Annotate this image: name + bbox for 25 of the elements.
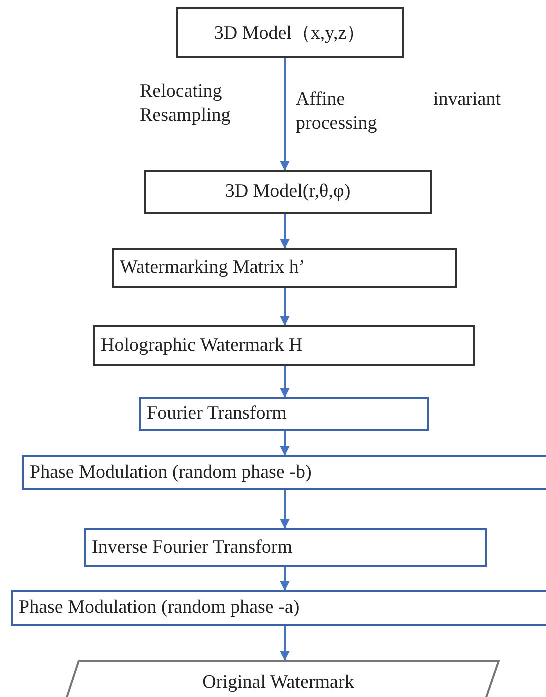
box-text: Holographic Watermark H <box>100 334 303 356</box>
arrow <box>280 567 290 591</box>
arrow <box>280 366 290 398</box>
process-box <box>93 325 475 366</box>
box-text: 3D Model(r,θ,φ) <box>225 181 351 203</box>
arrow <box>280 214 290 249</box>
process-box <box>144 170 432 214</box>
process-box <box>139 397 429 431</box>
box-text: Fourier Transform <box>146 403 287 425</box>
process-box <box>112 248 457 288</box>
box-text: Phase Modulation (random phase -a) <box>18 597 300 619</box>
box-text: Watermarking Matrix h’ <box>119 257 306 279</box>
arrow <box>280 626 290 661</box>
process-box <box>84 528 487 567</box>
box-text: Inverse Fourier Transform <box>91 536 293 558</box>
arrow <box>280 490 290 529</box>
arrow <box>280 288 290 326</box>
arrow <box>280 58 290 171</box>
box-text: Original Watermark <box>202 672 354 694</box>
arrow <box>280 431 290 456</box>
process-box <box>22 455 546 490</box>
box-text: 3D Model（x,y,z） <box>214 22 366 46</box>
process-box <box>11 590 546 626</box>
process-box <box>176 7 404 58</box>
box-text: Phase Modulation (random phase -b) <box>29 462 312 484</box>
